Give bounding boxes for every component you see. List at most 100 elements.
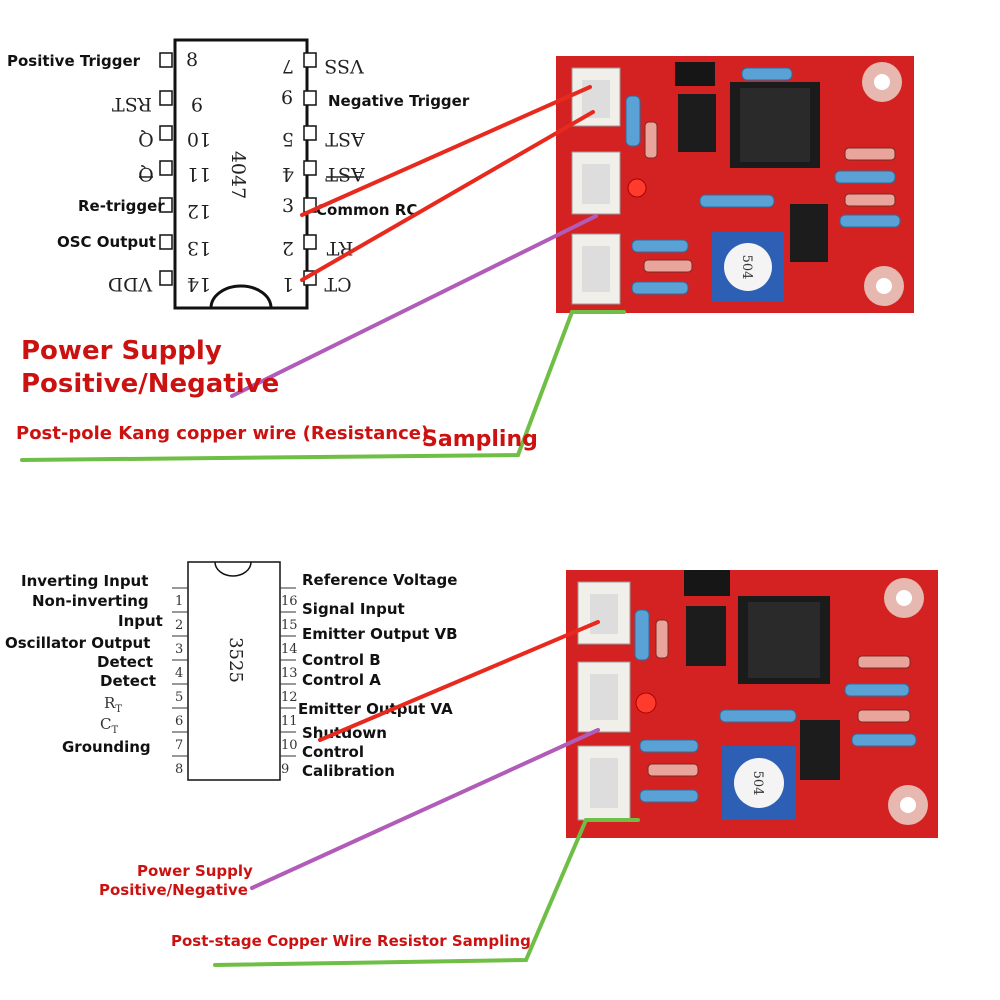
connector-1b xyxy=(577,581,631,645)
pin3525-11: 11 xyxy=(281,714,298,729)
bottom-wires xyxy=(213,620,640,967)
green-wire-sampling xyxy=(20,310,626,462)
red-wire-shutdown xyxy=(318,620,600,742)
ic-dip8-2 xyxy=(738,596,830,684)
label-oscillator-output: Oscillator Output xyxy=(5,634,150,652)
label-non-inverting: Non-inverting xyxy=(32,592,149,610)
diodes xyxy=(643,121,896,273)
ic-3525-name: 3525 xyxy=(225,637,246,683)
optocoupler-4 xyxy=(800,720,840,780)
potentiometer-2: 504 xyxy=(722,746,796,820)
bottom-pcb-board: 504 xyxy=(566,570,938,838)
pin-6-num: 6 xyxy=(281,87,293,109)
red-wire-pin1 xyxy=(300,110,595,282)
label-calibration: Calibration xyxy=(302,762,395,780)
red-wire-pin3 xyxy=(300,85,592,217)
optocoupler-3 xyxy=(686,606,726,666)
pin3525-8: 8 xyxy=(175,762,183,777)
resistors-2 xyxy=(634,609,917,803)
label-shutdown: Shutdown xyxy=(302,724,387,742)
pin-5-name: AST xyxy=(325,128,366,150)
ic-dip8 xyxy=(730,82,820,168)
pin3525-14: 14 xyxy=(281,642,298,657)
pin-9-name: RST xyxy=(112,93,152,115)
pin3525-10: 10 xyxy=(281,738,298,753)
connector-3 xyxy=(571,233,621,305)
pin3525-6: 6 xyxy=(175,714,183,729)
pin3525-16: 16 xyxy=(281,594,298,609)
led xyxy=(627,178,647,198)
label-positive-trigger: Positive Trigger xyxy=(7,52,141,70)
pin-8-num: 8 xyxy=(186,49,198,71)
pin3525-5: 5 xyxy=(175,690,183,705)
label-reference-voltage: Reference Voltage xyxy=(302,571,457,589)
label-ct: CT xyxy=(100,715,118,736)
pin-13-num: 13 xyxy=(187,237,211,259)
purple-wire-power xyxy=(230,214,598,398)
pin-14-name: VDD xyxy=(108,273,153,295)
pin3525-15: 15 xyxy=(281,618,298,633)
label-copper-wire-sampling: Post-stage Copper Wire Resistor Sampling xyxy=(171,932,531,950)
pin-2-name: RT xyxy=(326,237,353,259)
pin-14-num: 14 xyxy=(187,273,211,295)
ic-4047-left-pins xyxy=(159,52,173,286)
label-control-b: Control B xyxy=(302,651,381,669)
pin-10-name: Q xyxy=(138,128,154,150)
pin3525-12: 12 xyxy=(281,690,298,705)
label-emitter-output-va: Emitter Output VA xyxy=(298,700,453,718)
label-rt: RT xyxy=(104,694,122,715)
pin-7-num: 7 xyxy=(282,55,294,77)
label-detect-2: Detect xyxy=(100,672,156,690)
mount-hole-bottom-right xyxy=(864,266,904,306)
pin-12-num: 12 xyxy=(187,200,211,222)
label-detect-1: Detect xyxy=(97,653,153,671)
pin-10-num: 10 xyxy=(187,128,211,150)
pin-4-name: AST xyxy=(325,163,366,185)
pin-11-name: Q xyxy=(138,163,154,185)
pin-3-num: 3 xyxy=(282,195,294,217)
pin-2-num: 2 xyxy=(282,237,294,259)
label-positive-negative-top: Positive/Negative xyxy=(21,369,279,399)
svg-text:504: 504 xyxy=(750,771,765,796)
mount-hole-bottom-right-2 xyxy=(888,785,928,825)
connector-1 xyxy=(571,67,621,127)
pin3525-9: 9 xyxy=(281,762,289,777)
pin-9-num: 9 xyxy=(191,93,203,115)
ic-3525-notch xyxy=(214,561,252,577)
top-wires xyxy=(20,85,626,462)
ic-4047-name: 4047 xyxy=(227,151,249,199)
pin3525-13: 13 xyxy=(281,666,298,681)
label-power-supply-top: Power Supply xyxy=(21,336,222,366)
label-grounding: Grounding xyxy=(62,738,151,756)
ic-3525-body xyxy=(187,561,281,781)
label-control: Control xyxy=(302,743,364,761)
label-negative-trigger: Negative Trigger xyxy=(328,92,470,110)
pin-5-num: 5 xyxy=(282,128,294,150)
pin3525-7: 7 xyxy=(175,738,183,753)
green-wire-sampling-2 xyxy=(213,818,640,967)
label-osc-output: OSC Output xyxy=(57,233,156,251)
diodes-2 xyxy=(647,619,911,777)
purple-wire-power-2 xyxy=(250,728,600,890)
potentiometer: 504 xyxy=(712,232,784,302)
label-power-supply-bottom: Power Supply xyxy=(137,862,253,880)
pin3525-1: 1 xyxy=(175,594,183,609)
top-pcb-board: 504 xyxy=(556,56,914,313)
label-sampling-top: Sampling xyxy=(422,427,538,452)
label-emitter-output-vb: Emitter Output VB xyxy=(302,625,458,643)
pin-11-num: 11 xyxy=(187,163,211,185)
connector-2b xyxy=(577,661,631,733)
pin-1-name: CT xyxy=(324,273,352,295)
label-inverting-input: Inverting Input xyxy=(21,572,148,590)
relay-jumper-2 xyxy=(684,570,730,596)
mount-hole-top-right-2 xyxy=(884,578,924,618)
resistors xyxy=(625,67,901,295)
pin-7-name: VSS xyxy=(324,55,364,77)
connector-2 xyxy=(571,151,621,215)
optocoupler-2 xyxy=(790,204,828,262)
pin3525-4: 4 xyxy=(175,666,183,681)
pin3525-2: 2 xyxy=(175,618,183,633)
label-signal-input: Signal Input xyxy=(302,600,405,618)
label-input: Input xyxy=(118,612,163,630)
